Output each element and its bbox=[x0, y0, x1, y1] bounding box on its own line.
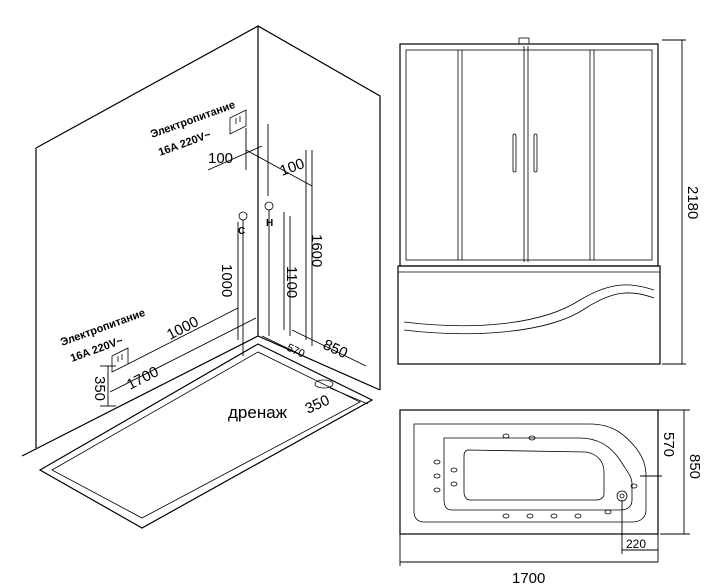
dim-570: 570 bbox=[285, 342, 307, 361]
top-drain bbox=[616, 490, 628, 502]
dim-570-line bbox=[261, 335, 313, 361]
dim-2180: 2180 bbox=[684, 186, 701, 219]
floor-back-edges bbox=[21, 335, 381, 457]
outlet-upper-icon bbox=[229, 109, 247, 135]
iso-dimensions: 100 100 1600 1100 1000 1000 1700 570 850 bbox=[91, 124, 369, 418]
dim-220: 220 bbox=[626, 537, 646, 551]
bathtub-basin bbox=[443, 437, 633, 511]
dim-350a: 350 bbox=[91, 376, 108, 401]
drain-label-bg bbox=[226, 400, 300, 422]
dim-100a: 100 bbox=[208, 150, 233, 167]
dim-100b: 100 bbox=[278, 155, 307, 180]
door-handle-left bbox=[512, 133, 517, 173]
cold-inlet bbox=[238, 211, 248, 221]
dim-350b-line bbox=[329, 387, 369, 405]
drain-label: дренаж bbox=[228, 403, 288, 422]
dim-100a-line bbox=[207, 145, 263, 171]
outlet-lower-icon bbox=[111, 347, 129, 373]
dim-1600: 1600 bbox=[308, 234, 325, 267]
bathtub-top-outline bbox=[399, 409, 659, 535]
dim-350b: 350 bbox=[303, 392, 333, 418]
dim-1000h: 1000 bbox=[164, 313, 201, 343]
drain-hole bbox=[314, 379, 334, 389]
dim-850: 850 bbox=[320, 336, 350, 362]
bathtub-footprint bbox=[38, 343, 374, 529]
power-outlet-lower: Электропитание 16A 220V~ bbox=[59, 307, 147, 373]
dim-1000v: 1000 bbox=[218, 264, 235, 297]
dim-850-top: 850 bbox=[686, 454, 703, 479]
bathtub-front-curve bbox=[403, 284, 655, 327]
massage-jets bbox=[433, 433, 638, 519]
top-view: 570 850 220 1700 bbox=[399, 409, 703, 587]
dim-1700-top: 1700 bbox=[512, 570, 545, 587]
bathtub-front bbox=[397, 265, 661, 365]
dim-1100: 1100 bbox=[283, 266, 300, 298]
dim-100b-line bbox=[245, 149, 313, 187]
hot-marker: H bbox=[266, 218, 273, 229]
cold-marker: C bbox=[238, 226, 245, 237]
hot-inlet bbox=[264, 201, 274, 211]
isometric-room: дренаж Электропитание 16A 220V~ Электроп… bbox=[21, 25, 381, 529]
dim-850-line bbox=[291, 329, 367, 367]
dim-570-top: 570 bbox=[660, 432, 677, 457]
front-elevation: 2180 bbox=[397, 37, 701, 365]
dim-1700: 1700 bbox=[124, 363, 161, 393]
wall-outline bbox=[35, 25, 381, 390]
bathtub-floor-pattern bbox=[51, 351, 361, 519]
top-fitting bbox=[518, 37, 530, 45]
door-handle-right bbox=[533, 133, 538, 173]
bathtub-rim bbox=[413, 423, 647, 523]
dim-1000h-line bbox=[127, 307, 239, 365]
dim-1700-line bbox=[109, 317, 257, 393]
cabin-frame bbox=[399, 43, 659, 267]
